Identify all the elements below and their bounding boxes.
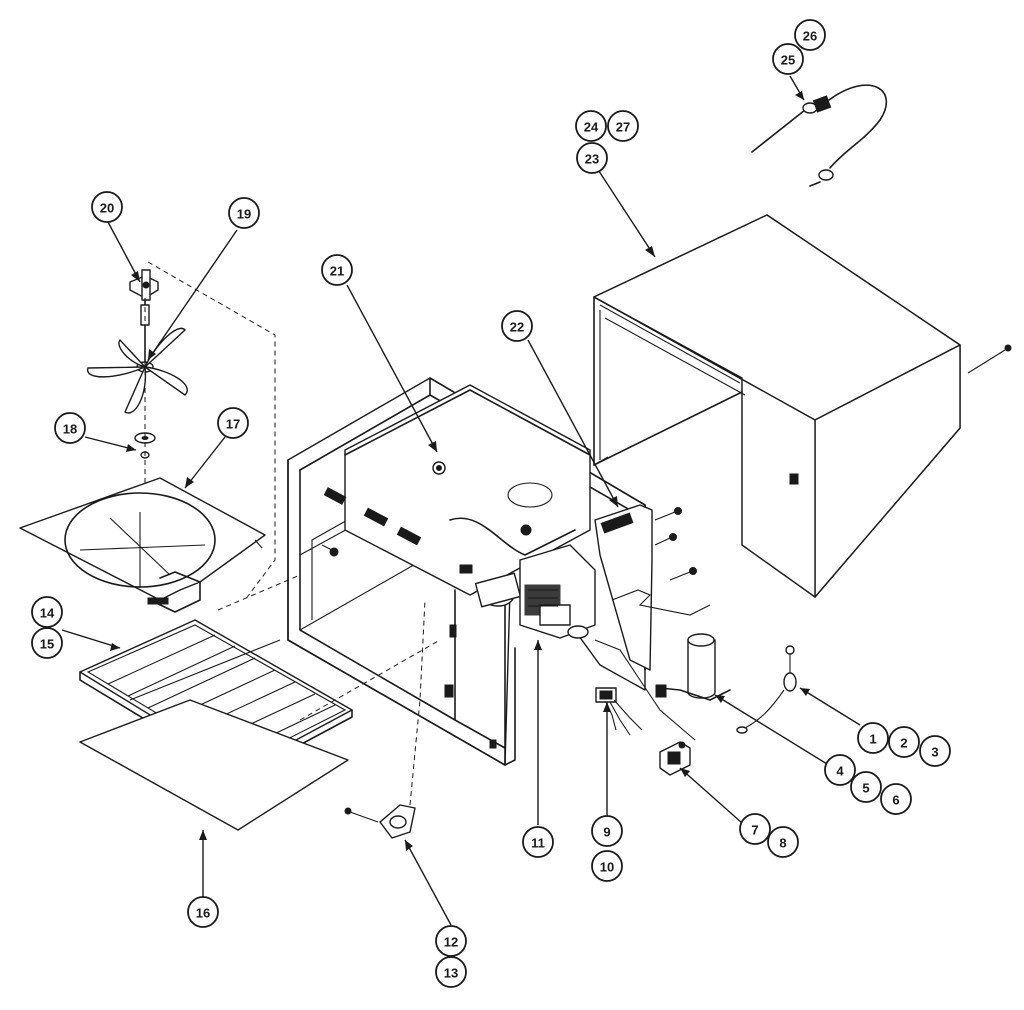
callout-1: 1 bbox=[857, 722, 889, 754]
callout-25: 25 bbox=[772, 43, 804, 75]
callout-circle bbox=[54, 412, 86, 444]
callout-circle bbox=[772, 43, 804, 75]
callout-circle bbox=[850, 771, 882, 803]
fan-blade bbox=[87, 299, 188, 414]
callout-circle bbox=[888, 726, 920, 758]
callout-circle bbox=[576, 142, 608, 174]
callout-label: 22 bbox=[510, 320, 524, 335]
callout-4: 4 bbox=[824, 754, 856, 786]
callout-circle bbox=[321, 254, 353, 286]
callout-5: 5 bbox=[850, 771, 882, 803]
harness-connector bbox=[595, 687, 643, 736]
callout-20: 20 bbox=[91, 191, 123, 223]
callout-18: 18 bbox=[54, 412, 86, 444]
callout-27: 27 bbox=[607, 110, 639, 142]
callout-label: 25 bbox=[781, 53, 795, 68]
callout-12: 12 bbox=[435, 925, 467, 957]
fan-baffle-plate bbox=[19, 477, 339, 613]
temperature-probe bbox=[751, 84, 888, 187]
callout-circle bbox=[501, 310, 533, 342]
callout-8: 8 bbox=[767, 826, 799, 858]
callout-label: 19 bbox=[237, 207, 251, 222]
motor-assembly bbox=[474, 544, 596, 639]
callout-circle bbox=[217, 407, 249, 439]
mounting-bracket bbox=[344, 599, 426, 839]
capacitor bbox=[594, 633, 731, 741]
callout-label: 9 bbox=[603, 825, 610, 840]
callout-label: 23 bbox=[585, 152, 599, 167]
callout-circle bbox=[857, 722, 889, 754]
callout-label: 3 bbox=[931, 745, 938, 760]
callout-circle bbox=[91, 191, 123, 223]
callout-label: 13 bbox=[444, 966, 458, 981]
callout-11: 11 bbox=[522, 826, 554, 858]
callout-label: 16 bbox=[196, 906, 210, 921]
callout-24: 24 bbox=[575, 110, 607, 142]
callout-circle bbox=[767, 826, 799, 858]
callout-circle bbox=[435, 925, 467, 957]
oven-rack bbox=[79, 619, 353, 778]
callout-2: 2 bbox=[888, 726, 920, 758]
callout-label: 12 bbox=[444, 935, 458, 950]
callout-label: 27 bbox=[616, 120, 630, 135]
callout-circle bbox=[591, 850, 623, 882]
callout-label: 11 bbox=[531, 836, 545, 851]
callout-label: 5 bbox=[862, 781, 869, 796]
callout-circle bbox=[824, 754, 856, 786]
callout-circle bbox=[880, 783, 912, 815]
callout-circle bbox=[187, 896, 219, 928]
outer-cabinet-wrapper bbox=[593, 214, 1012, 598]
callout-circle bbox=[575, 110, 607, 142]
callout-26: 26 bbox=[794, 19, 826, 51]
callout-23: 23 bbox=[576, 142, 608, 174]
callout-15: 15 bbox=[31, 627, 63, 659]
callout-13: 13 bbox=[435, 956, 467, 988]
callout-label: 10 bbox=[600, 860, 614, 875]
callout-label: 1 bbox=[869, 732, 876, 747]
callout-7: 7 bbox=[739, 813, 771, 845]
callout-10: 10 bbox=[591, 850, 623, 882]
callout-label: 17 bbox=[226, 417, 240, 432]
callout-label: 2 bbox=[900, 736, 907, 751]
callout-label: 4 bbox=[836, 764, 844, 779]
callout-circle bbox=[522, 826, 554, 858]
callout-circle bbox=[228, 197, 260, 229]
callout-circle bbox=[607, 110, 639, 142]
callout-circle bbox=[794, 19, 826, 51]
callout-14: 14 bbox=[31, 596, 63, 628]
callout-6: 6 bbox=[880, 783, 912, 815]
callout-3: 3 bbox=[919, 735, 951, 767]
callout-label: 7 bbox=[751, 823, 758, 838]
thermal-cutout bbox=[736, 645, 797, 734]
callout-22: 22 bbox=[501, 310, 533, 342]
callout-circle bbox=[31, 627, 63, 659]
callout-19: 19 bbox=[228, 197, 260, 229]
callout-circle bbox=[739, 813, 771, 845]
callout-label: 21 bbox=[330, 264, 344, 279]
leader-lines bbox=[61, 75, 861, 926]
fan-nut bbox=[129, 269, 159, 301]
callout-label: 24 bbox=[584, 120, 599, 135]
callout-9: 9 bbox=[591, 815, 623, 847]
callout-circle bbox=[435, 956, 467, 988]
callout-circle bbox=[591, 815, 623, 847]
callout-circle bbox=[919, 735, 951, 767]
bottom-plate bbox=[79, 639, 441, 831]
callout-21: 21 bbox=[321, 254, 353, 286]
callout-circle bbox=[31, 596, 63, 628]
callout-label: 26 bbox=[803, 29, 817, 44]
callout-label: 18 bbox=[63, 422, 77, 437]
callout-label: 14 bbox=[40, 606, 55, 621]
side-bracket bbox=[594, 504, 711, 671]
callout-16: 16 bbox=[187, 896, 219, 928]
callout-label: 15 bbox=[40, 637, 54, 652]
callout-17: 17 bbox=[217, 407, 249, 439]
callout-label: 20 bbox=[100, 201, 114, 216]
callout-label: 6 bbox=[892, 793, 899, 808]
callout-label: 8 bbox=[779, 836, 786, 851]
switch bbox=[659, 741, 691, 776]
